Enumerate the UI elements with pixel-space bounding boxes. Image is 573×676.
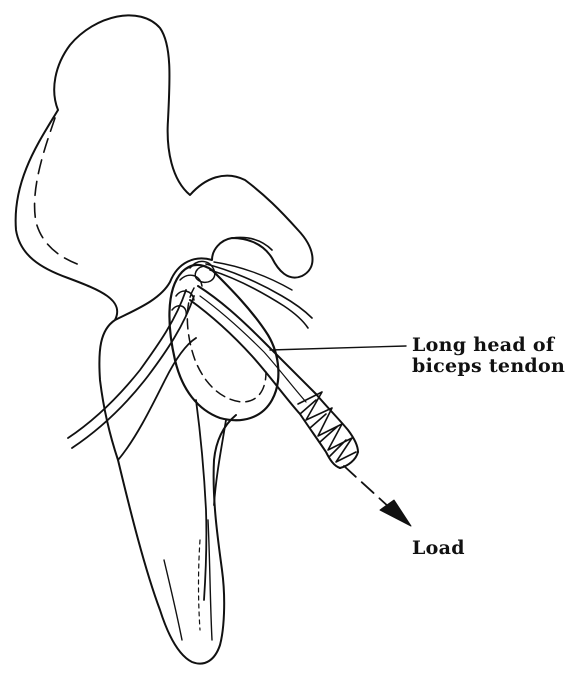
suture-strand-left-1 <box>68 290 186 438</box>
tendon-label-line1: Long head of <box>412 335 565 356</box>
blade-shading-2 <box>199 540 201 630</box>
whipstitch <box>298 392 356 462</box>
load-dashed-line <box>344 466 390 508</box>
suture-strand-superior-2 <box>210 270 308 328</box>
tendon-label-line2: biceps tendon <box>412 356 565 377</box>
tendon-leader-line <box>270 346 406 350</box>
load-label: Load <box>412 538 465 559</box>
suture-strand-left-2 <box>72 296 194 448</box>
glenoid-dashed-contour <box>187 288 266 402</box>
coracoid-inner-line <box>232 238 272 251</box>
blade-shading-1 <box>208 520 212 640</box>
tendon-label: Long head of biceps tendon <box>412 335 565 377</box>
glenoid-neck-right <box>214 420 226 505</box>
scapula-outline <box>16 15 313 663</box>
glenoid-neck-left <box>196 400 206 600</box>
biceps-tendon-lower-edge <box>190 300 300 414</box>
scapula-dashed-contour <box>35 118 80 265</box>
tendon-stump-upper-edge <box>316 394 358 452</box>
tendon-stump-end <box>340 452 358 468</box>
biceps-tendon-upper-edge <box>198 286 316 394</box>
